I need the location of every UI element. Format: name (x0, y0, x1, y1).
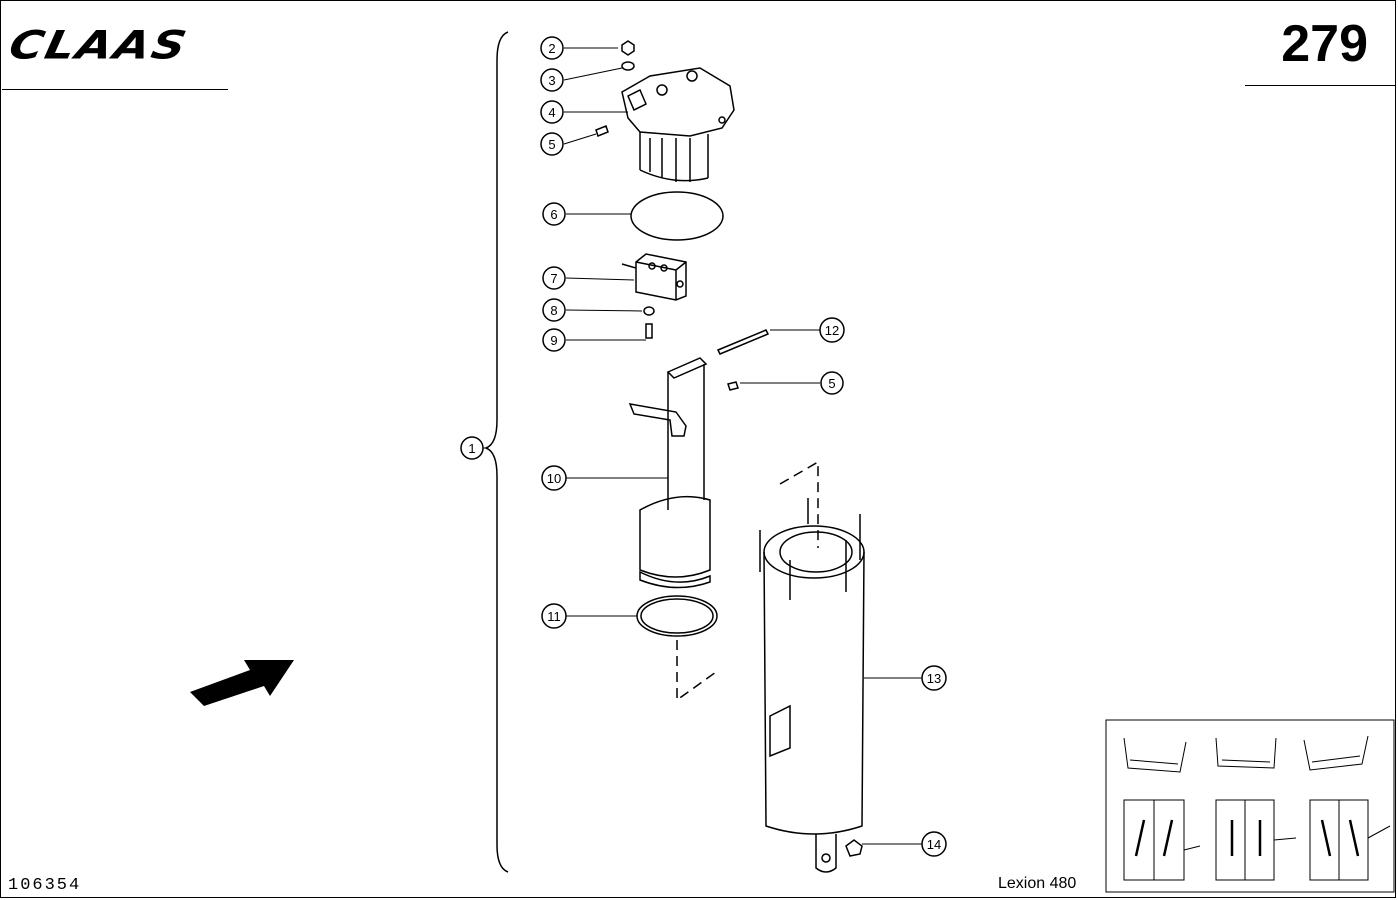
callout-label: 9 (550, 333, 557, 348)
centerline-lower (676, 640, 717, 702)
part-set-screw (595, 125, 609, 137)
leader-lines (474, 47, 922, 845)
callout-8: 8 (542, 298, 566, 322)
callout-label: 7 (550, 271, 557, 286)
part-o-ring-large (630, 191, 724, 241)
model-name: Lexion 480 (998, 875, 1077, 892)
part-filter-element (628, 357, 711, 589)
part-filter-head (621, 67, 735, 182)
callout-label: 11 (547, 609, 561, 624)
callout-2: 2 (540, 36, 564, 60)
callout-label: 2 (548, 41, 555, 56)
direction-arrow-icon (190, 660, 294, 706)
part-small-washer (643, 306, 655, 316)
callout-14: 14 (921, 831, 947, 857)
part-o-ring-small (636, 595, 718, 637)
callout-4: 4 (540, 100, 564, 124)
callout-6: 6 (542, 202, 566, 226)
callout-13: 13 (921, 665, 947, 691)
centerline-upper (779, 460, 819, 548)
callout-7: 7 (542, 266, 566, 290)
callout-label: 14 (927, 837, 941, 852)
assembly-brace (483, 31, 509, 873)
callout-1: 1 (460, 436, 484, 460)
callout-12: 12 (819, 317, 845, 343)
callout-10: 10 (541, 465, 567, 491)
part-nut (621, 40, 635, 56)
document-id: 106354 (8, 876, 82, 895)
part-filter-housing (759, 498, 865, 873)
callout-label: 1 (468, 441, 475, 456)
brand-rule (2, 89, 228, 90)
callout-3: 3 (540, 68, 564, 92)
part-drain-plug (845, 839, 863, 857)
callout-label: 12 (825, 323, 839, 338)
callout-label: 13 (927, 671, 941, 686)
part-o-ring-small-inner (640, 598, 714, 634)
callout-label: 6 (550, 207, 557, 222)
callout-group: 1 2 3 4 5 6 7 8 9 10 11 12 5 13 14 (460, 36, 947, 857)
callout-11: 11 (541, 603, 567, 629)
callout-label: 5 (548, 137, 555, 152)
callout-5b: 5 (820, 371, 844, 395)
callout-9: 9 (542, 328, 566, 352)
part-pin (716, 329, 770, 355)
part-washer (621, 61, 635, 71)
callout-label: 4 (548, 105, 555, 120)
callout-label: 3 (548, 73, 555, 88)
page-number: 279 (1281, 15, 1368, 73)
thumbnail-panel (1105, 719, 1395, 893)
page-number-rule (1245, 85, 1395, 86)
part-bolt (645, 323, 653, 339)
callout-label: 5 (828, 376, 835, 391)
callout-5: 5 (540, 132, 564, 156)
part-set-screw-2 (727, 381, 739, 391)
callout-label: 8 (550, 303, 557, 318)
callout-label: 10 (547, 471, 561, 486)
part-valve-block (621, 253, 687, 301)
